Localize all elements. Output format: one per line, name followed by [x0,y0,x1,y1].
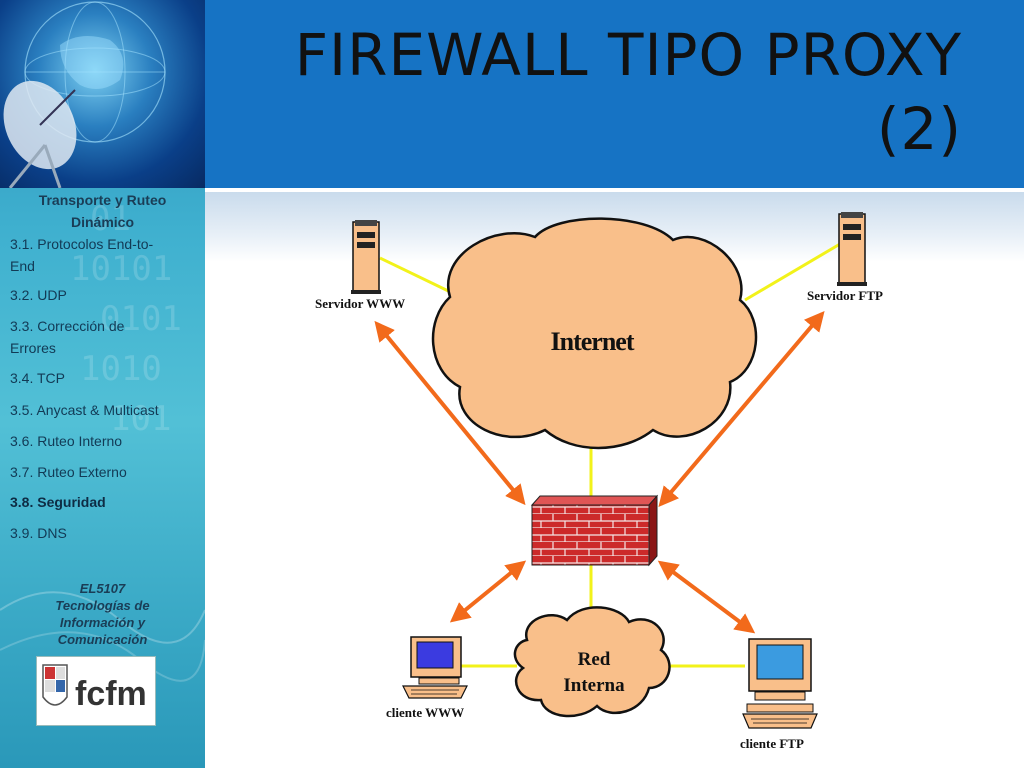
course-name-line-2: Información y [59,615,146,630]
network-diagram: Internet Red Interna Servidor WWW Servid… [315,212,883,751]
section-title-line-2: Dinámico [70,214,134,230]
internet-label: Internet [551,327,635,356]
sidebar-item-label: 3.8. Seguridad [10,494,106,510]
sidebar-item-label: 3.3. Corrección de [10,318,125,334]
course-code: EL5107 [79,581,126,596]
firewall-icon [530,494,659,567]
client-ftp-label: cliente FTP [740,736,804,751]
arrow-firewall-client-www [449,560,527,623]
sidebar-item-udp[interactable]: 3.2. UDP [10,284,202,306]
header-divider [205,188,1024,192]
sidebar-item-label: 3.2. UDP [10,287,67,303]
server-ftp-label: Servidor FTP [807,288,883,303]
sidebar-item-label-cont: Errores [10,340,56,356]
slide-title-line-2: (2) [876,95,962,163]
sidebar-item-label: 3.7. Ruteo Externo [10,464,127,480]
sidebar-item-correccion-errores[interactable]: 3.3. Corrección de Errores [10,315,202,359]
sidebar-item-label: 3.4. TCP [10,370,65,386]
client-www-computer-icon [402,636,468,699]
title-header: FIREWALL TIPO PROXY (2) [205,0,1024,188]
sidebar-item-label: 3.6. Ruteo Interno [10,433,123,449]
university-crest-icon [42,664,68,706]
sidebar-item-tcp[interactable]: 3.4. TCP [10,367,202,389]
fcfm-logo: fcfm [36,656,156,726]
course-name-line-1: Tecnologías de [55,598,150,613]
proxy-arrows [374,310,825,634]
course-name-line-3: Comunicación [57,632,148,647]
arrow-server-ftp-firewall [658,310,825,508]
section-title-line-1: Transporte y Ruteo [38,192,167,208]
sidebar-item-ruteo-interno[interactable]: 3.6. Ruteo Interno [10,430,202,452]
arrow-firewall-client-ftp [657,560,756,634]
sidebar-item-dns[interactable]: 3.9. DNS [10,522,202,544]
server-www-label: Servidor WWW [315,296,405,311]
sidebar-item-label: 3.5. Anycast & Multicast [10,402,159,418]
sidebar-item-protocolos-end-to-end[interactable]: 3.1. Protocolos End-to- End [10,233,202,277]
course-info: EL5107 Tecnologías de Información y Comu… [0,580,205,648]
internal-network-cloud: Red Interna [513,606,671,718]
sidebar-item-anycast-multicast[interactable]: 3.5. Anycast & Multicast [10,399,202,421]
sidebar-section-title: Transporte y Ruteo Dinámico [0,189,205,233]
sidebar-item-label: 3.1. Protocolos End-to- [10,236,154,252]
slide-title-line-1: FIREWALL TIPO PROXY [294,21,962,89]
sidebar: 01 10101 0101 1010 101 Transporte y Rute… [0,0,205,768]
sidebar-item-label-cont: End [10,258,35,274]
server-www-icon [351,220,381,294]
server-ftp-icon [837,212,867,286]
client-ftp-computer-icon [742,638,818,729]
link-internet-server-ftp [744,242,841,302]
slide-title: FIREWALL TIPO PROXY (2) [262,18,962,166]
client-www-label: cliente WWW [386,705,464,720]
logo-text: fcfm [75,675,147,713]
lan-label-line-1: Red [578,649,611,670]
globe-banner-image [0,0,205,188]
sidebar-item-seguridad[interactable]: 3.8. Seguridad [10,491,202,513]
internet-cloud: Internet [431,217,758,450]
arrow-server-www-firewall [374,320,526,506]
lan-label-line-2: Interna [563,675,625,696]
sidebar-item-ruteo-externo[interactable]: 3.7. Ruteo Externo [10,461,202,483]
sidebar-item-label: 3.9. DNS [10,525,67,541]
